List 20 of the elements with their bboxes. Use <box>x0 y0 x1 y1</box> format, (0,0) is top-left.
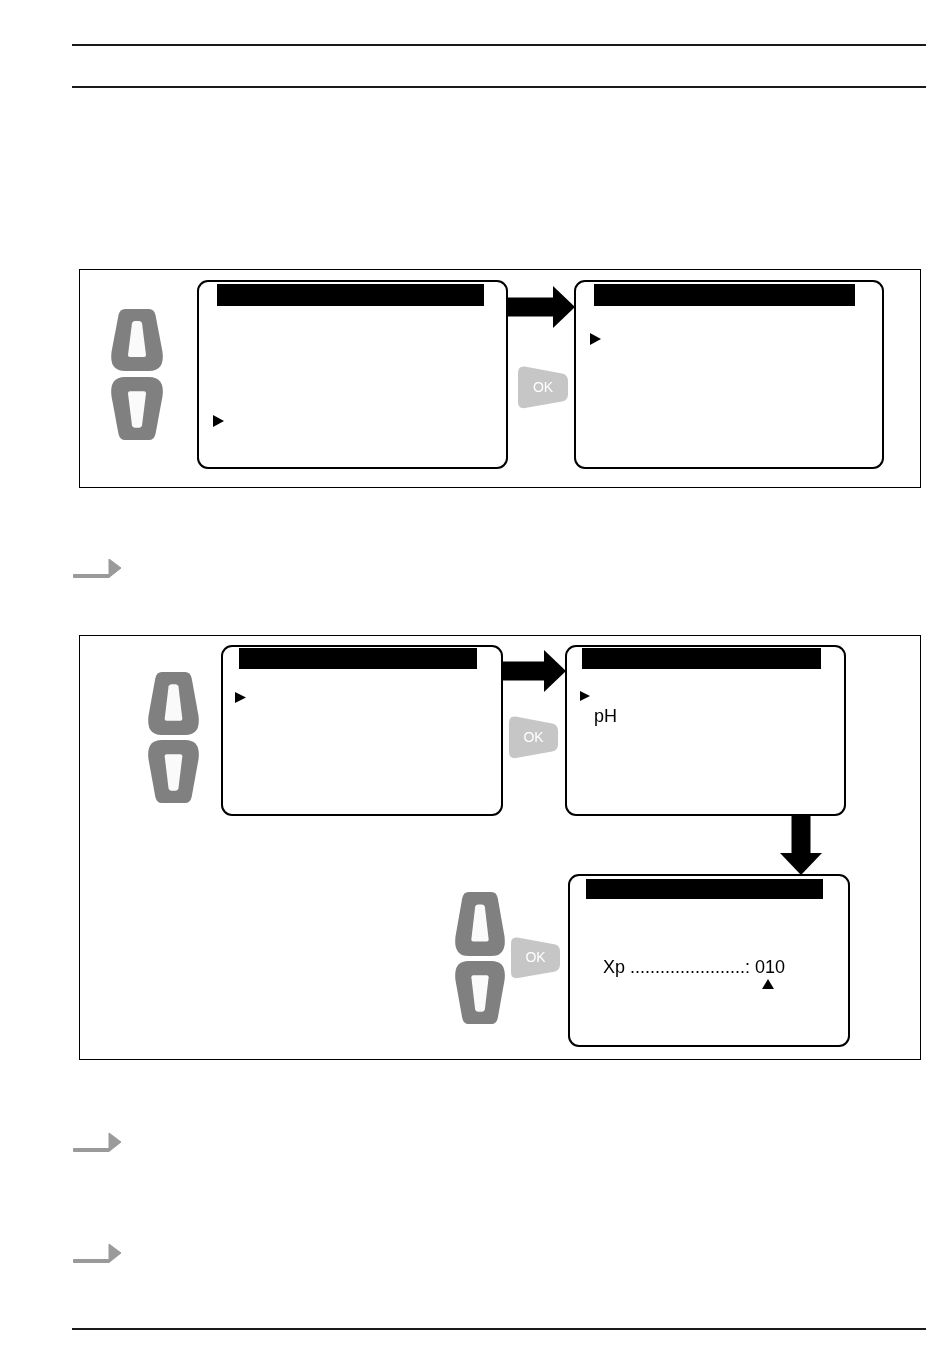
menu-item-text: pH <box>594 706 617 727</box>
display-screen <box>565 645 846 816</box>
block-arrow <box>508 286 575 328</box>
title-bar <box>582 648 821 669</box>
ok-key: OK <box>508 716 559 759</box>
display-screen <box>221 645 503 816</box>
parameter-value-text: Xp .......................: 010 <box>603 957 786 978</box>
display-screen <box>568 874 850 1047</box>
ok-key: OK <box>510 937 561 979</box>
block-arrow <box>780 816 822 875</box>
title-bar <box>239 648 477 669</box>
title-bar <box>586 879 823 899</box>
panel-frame <box>79 635 921 1060</box>
title-bar <box>594 284 855 306</box>
title-bar <box>217 284 484 306</box>
ok-key: OK <box>517 366 569 409</box>
display-screen <box>574 280 884 469</box>
display-screen <box>197 280 508 469</box>
block-arrow <box>503 650 566 692</box>
panel-frame <box>79 269 921 488</box>
